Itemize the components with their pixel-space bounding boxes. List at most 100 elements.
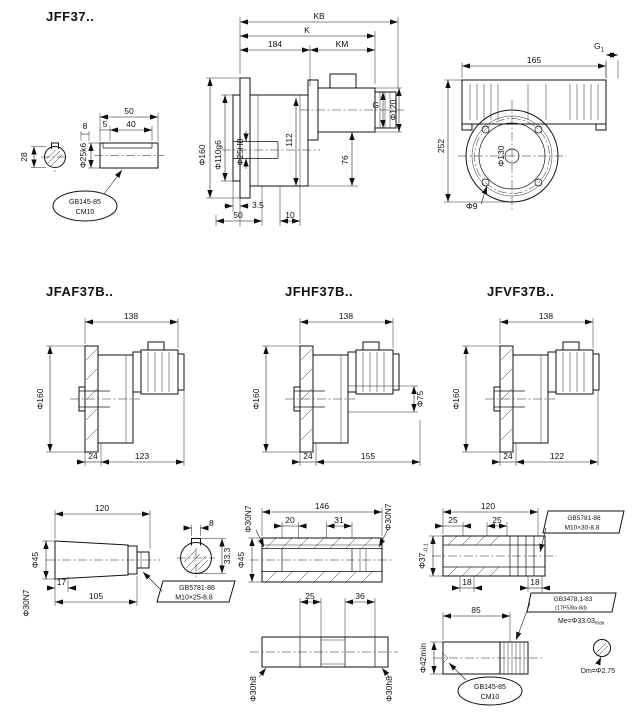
gear-housing	[249, 94, 309, 187]
dim-24: 24	[503, 451, 513, 461]
dim-33-3: 33.3	[222, 547, 232, 564]
motor-front	[461, 79, 607, 125]
dim-k: K	[304, 25, 310, 35]
dim-25b: 25	[492, 515, 502, 525]
jfvf37b-view: 138 Φ160 24 122	[451, 311, 600, 466]
callout-size: M10×30-8.8	[565, 525, 600, 532]
dim-123: 123	[135, 451, 149, 461]
label-flange-od: Φ160	[197, 144, 207, 165]
title-jff37: JFF37..	[46, 9, 94, 24]
center-hole-callout	[52, 190, 118, 222]
dim-252: 252	[436, 139, 446, 153]
callout-size: CM10	[76, 209, 95, 216]
callout-std: GB5781-86	[567, 515, 601, 522]
label-flange-od: Φ160	[451, 388, 461, 409]
label-end-left: Φ30h8	[248, 676, 258, 702]
dim-20: 20	[285, 515, 295, 525]
dim-shaft-height: 28	[19, 152, 29, 162]
spline-shaft-detail: 120 25 25 GB5781-86 M10×30-8.8 Φ37-0.1 1…	[417, 501, 625, 706]
label-bore-right: Φ30N7	[383, 503, 393, 530]
label-pin-dia: Dm=Φ2.75	[581, 668, 615, 675]
flange-spigot	[232, 94, 241, 182]
dim-138: 138	[339, 311, 353, 321]
dim-17: 17	[57, 577, 67, 587]
bolt-hole	[534, 178, 543, 187]
dim-36: 36	[355, 591, 365, 601]
dim-3-5: 3.5	[252, 200, 264, 210]
dim-18b: 18	[530, 577, 540, 587]
terminal-box	[329, 73, 357, 89]
callout-std: GB5781-86	[179, 585, 215, 592]
output-flange	[239, 77, 251, 199]
dim-km: KM	[336, 39, 349, 49]
label-flange-od: Φ160	[35, 388, 45, 409]
dim-kb: KB	[313, 11, 325, 21]
dim-31: 31	[334, 515, 344, 525]
callout-std: GB145-85	[474, 684, 506, 691]
callout-std: GB3478.1-83	[554, 596, 593, 603]
dim-key-len: 40	[126, 119, 136, 129]
dim-146: 146	[315, 501, 329, 511]
jfaf37b-view: 138 Φ160 24 123	[35, 311, 185, 466]
center-hole-callout	[457, 676, 523, 706]
label-hole-dia: Φ9	[466, 201, 478, 211]
jfhf37b-view: 138 Φ160 Φ75 24 155	[251, 311, 425, 466]
title-jfaf37b: JFAF37B..	[46, 284, 113, 299]
spline-shaft-body	[442, 641, 529, 675]
label-dia42: Φ42min	[418, 643, 428, 673]
jff37-front-view: Φ130 165 G1 252 Φ9	[436, 41, 619, 212]
shaft-body	[54, 540, 129, 580]
label-bore-dia: Φ25H8	[235, 138, 245, 165]
label-dia45: Φ45	[30, 552, 40, 569]
hollow-shaft-detail: 146 20 31 Φ30N7 Φ30N7 Φ45 25 36 Φ30h8 Φ3…	[236, 501, 398, 702]
label-motor-dia: Φ120	[388, 99, 398, 120]
title-jfhf37b: JFHF37B..	[285, 284, 353, 299]
dim-50: 50	[233, 210, 243, 220]
dim-24: 24	[303, 451, 313, 461]
dim-155: 155	[361, 451, 375, 461]
dim-184: 184	[268, 39, 282, 49]
dim-112: 112	[284, 133, 294, 147]
label-flange-od: Φ160	[251, 388, 261, 409]
dim-138: 138	[124, 311, 138, 321]
callout-size: M10×25-8.8	[175, 595, 213, 602]
label-bore-left: Φ30N7	[243, 505, 253, 532]
dim-step-len: 5	[103, 119, 108, 129]
callout-std: GB145-85	[69, 199, 101, 206]
dim-10: 10	[285, 210, 295, 220]
bolt-hole	[534, 125, 543, 134]
label-bolt-circle: Φ130	[496, 145, 506, 166]
dim-105: 105	[89, 591, 103, 601]
label-spigot-dia: Φ110g6	[213, 140, 223, 170]
dim-25a: 25	[448, 515, 458, 525]
label-end-right: Φ30h8	[384, 676, 394, 702]
dim-18a: 18	[462, 577, 472, 587]
dim-25: 25	[305, 591, 315, 601]
dim-138: 138	[539, 311, 553, 321]
jff37-solid-shaft-detail: 28 8 50 5 40 Φ25k6 GB145-85 CM10	[19, 106, 164, 222]
jff37-side-view: KB K 184 KM G Φ120 112 76 Φ160 Φ110g6 Φ2…	[197, 11, 404, 227]
label-dia45: Φ45	[236, 552, 246, 569]
label-hub-dia: Φ75	[415, 391, 425, 408]
dim-key-width: 8	[209, 518, 214, 528]
bolt-callout	[156, 580, 236, 603]
dim-key-width: 8	[83, 121, 88, 131]
dim-165: 165	[527, 55, 541, 65]
dim-120: 120	[481, 501, 495, 511]
label-shaft-dia: Φ25k6	[78, 143, 88, 168]
measuring-pin-section	[593, 639, 611, 657]
dim-total-len: 50	[124, 106, 134, 116]
dim-g: G	[372, 100, 379, 110]
spline-callout	[526, 592, 617, 613]
dim-120: 120	[95, 503, 109, 513]
label-dia30: Φ30N7	[21, 589, 31, 616]
dim-g1: G1	[594, 41, 605, 54]
label-dia37: Φ37-0.1	[417, 543, 430, 569]
callout-detail: (17F5/8a·8d)	[555, 606, 587, 612]
callout-size: CM10	[481, 694, 500, 701]
dim-85: 85	[471, 605, 481, 615]
bolt-callout	[542, 510, 625, 534]
title-jfvf37b: JFVF37B..	[487, 284, 554, 299]
